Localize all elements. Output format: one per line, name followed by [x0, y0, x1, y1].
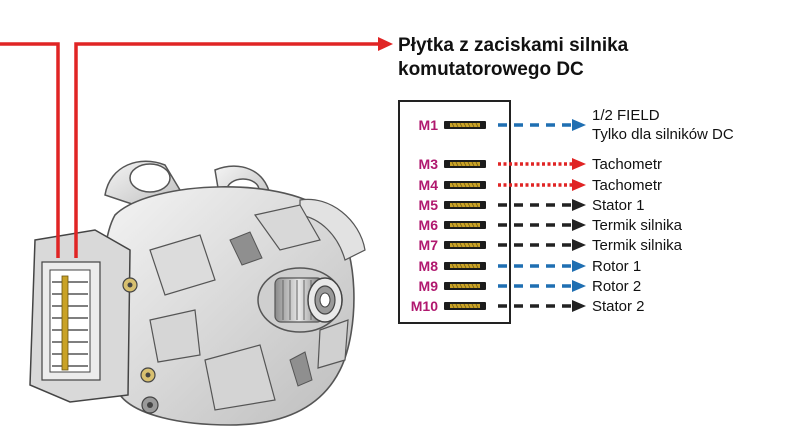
shaft — [274, 277, 343, 323]
terminal-label: M1 — [419, 117, 439, 133]
arrowhead-icon — [572, 239, 586, 251]
terminal-row-m1: M1 1/2 FIELD Tylko dla silników DC — [419, 107, 734, 143]
spade-connector — [444, 262, 486, 270]
spade-connector — [444, 221, 486, 229]
terminal-label: M4 — [419, 177, 439, 193]
spade-connector — [444, 282, 486, 290]
terminal-function-label: Tylko dla silników DC — [592, 126, 734, 143]
arrowhead-icon — [572, 199, 586, 211]
spade-connector — [444, 160, 486, 168]
terminal-label: M5 — [419, 197, 439, 213]
arrowhead-icon — [572, 260, 586, 272]
terminal-label: M7 — [419, 237, 439, 253]
terminal-function-label: Tachometr — [592, 177, 662, 194]
terminal-label: M6 — [419, 217, 439, 233]
terminal-label: M10 — [411, 298, 438, 314]
terminal-row-m10: M10 Stator 2 — [411, 298, 645, 315]
terminal-function-label: Rotor 2 — [592, 278, 641, 295]
arrowhead-icon — [572, 158, 586, 170]
terminal-row-m9: M9 Rotor 2 — [419, 278, 642, 295]
title-line-1: Płytka z zaciskami silnika — [398, 35, 629, 56]
terminal-function-label: Rotor 1 — [592, 258, 641, 275]
spade-connector — [444, 181, 486, 189]
terminal-block-illustration — [29, 229, 159, 414]
arrowhead-icon — [572, 119, 586, 131]
spade-connector — [444, 121, 486, 129]
terminal-label: M9 — [419, 278, 439, 294]
terminal-row-m8: M8 Rotor 1 — [419, 258, 642, 275]
arrowhead-icon — [572, 280, 586, 292]
terminal-label: M8 — [419, 258, 439, 274]
arrowhead-icon — [572, 300, 586, 312]
diagram-title: Płytka z zaciskami silnika komutatoroweg… — [398, 34, 628, 82]
terminal-function-label: 1/2 FIELD — [592, 107, 660, 124]
terminal-row-m7: M7 Termik silnika — [419, 237, 683, 254]
arrowhead-icon — [572, 219, 586, 231]
terminal-row-m6: M6 Termik silnika — [419, 217, 683, 234]
terminal-row-m4: M4 Tachometr — [419, 177, 662, 194]
terminal-function-label: Termik silnika — [592, 237, 683, 254]
terminal-row-m3: M3 Tachometr — [419, 156, 662, 173]
pointer-arrowhead — [378, 37, 393, 51]
terminal-function-label: Termik silnika — [592, 217, 683, 234]
terminal-function-label: Stator 2 — [592, 298, 645, 315]
title-line-2: komutatorowego DC — [398, 59, 584, 80]
terminal-function-label: Tachometr — [592, 156, 662, 173]
pointer-lines — [0, 37, 393, 258]
spade-connector — [444, 241, 486, 249]
terminal-row-m5: M5 Stator 1 — [419, 197, 645, 214]
spade-connector — [444, 201, 486, 209]
terminal-label: M3 — [419, 156, 439, 172]
motor-illustration — [0, 37, 393, 426]
arrowhead-icon — [572, 179, 586, 191]
spade-connector — [444, 302, 486, 310]
terminal-function-label: Stator 1 — [592, 197, 645, 214]
